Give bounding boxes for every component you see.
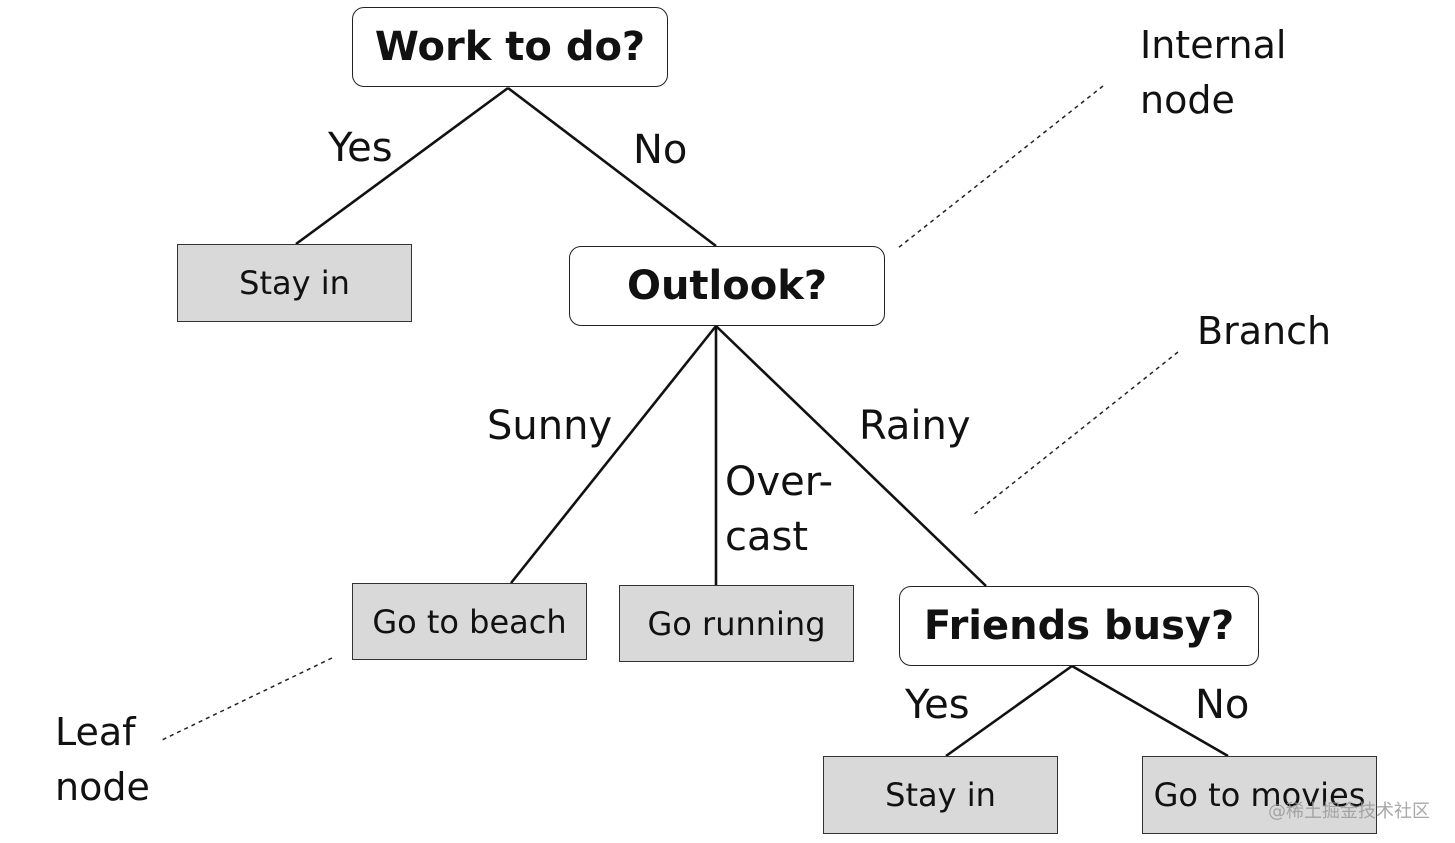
leaf-go-to-beach-label: Go to beach (372, 602, 567, 641)
friends-busy-node: Friends busy? (899, 586, 1259, 666)
edge-label-sunny: Sunny (487, 403, 613, 449)
edge-outlook-rainy (715, 325, 987, 587)
edge-label-overcast-2: cast (725, 514, 809, 560)
edge-label-overcast-1: Over- (725, 459, 834, 505)
annotation-internal-node: Internal node (1140, 18, 1286, 128)
leaf-go-to-movies: Go to movies (1142, 756, 1377, 834)
edge-label-friends-no: No (1195, 682, 1250, 728)
leaf-go-to-beach: Go to beach (352, 583, 587, 660)
leaf-stay-in-2: Stay in (823, 756, 1058, 834)
annotation-internal-node-line2: node (1140, 78, 1235, 122)
annotation-leaf-node-line2: node (55, 765, 150, 809)
leaf-go-running: Go running (619, 585, 854, 662)
outlook-node-label: Outlook? (626, 263, 828, 309)
leaf-stay-in-2-label: Stay in (885, 776, 996, 814)
edge-root-yes (295, 86, 509, 246)
pointer-branch (972, 351, 1179, 516)
edge-friends-yes (945, 664, 1073, 758)
edge-label-root-no: No (633, 127, 688, 173)
annotation-leaf-node: Leaf node (55, 705, 150, 815)
leaf-go-to-movies-label: Go to movies (1153, 776, 1366, 814)
friends-busy-node-label: Friends busy? (923, 603, 1235, 649)
edge-label-rainy: Rainy (859, 403, 971, 449)
annotation-leaf-node-line1: Leaf (55, 710, 136, 754)
leaf-stay-in-1: Stay in (177, 244, 412, 322)
leaf-go-running-label: Go running (647, 604, 826, 643)
edge-friends-no (1071, 664, 1229, 758)
pointer-leaf-node (161, 657, 333, 741)
annotation-internal-node-line1: Internal (1140, 23, 1287, 67)
edge-outlook-sunny (509, 325, 718, 584)
edge-label-friends-yes: Yes (905, 682, 970, 728)
edge-root-no (507, 86, 717, 248)
pointer-internal-node (897, 85, 1104, 249)
root-node-label: Work to do? (374, 24, 646, 70)
annotation-branch: Branch (1197, 309, 1332, 353)
outlook-node: Outlook? (569, 246, 885, 326)
leaf-stay-in-1-label: Stay in (239, 264, 350, 302)
root-node: Work to do? (352, 7, 668, 87)
edge-label-root-yes: Yes (328, 125, 393, 171)
watermark: @稀土掘金技术社区 (1268, 801, 1430, 822)
